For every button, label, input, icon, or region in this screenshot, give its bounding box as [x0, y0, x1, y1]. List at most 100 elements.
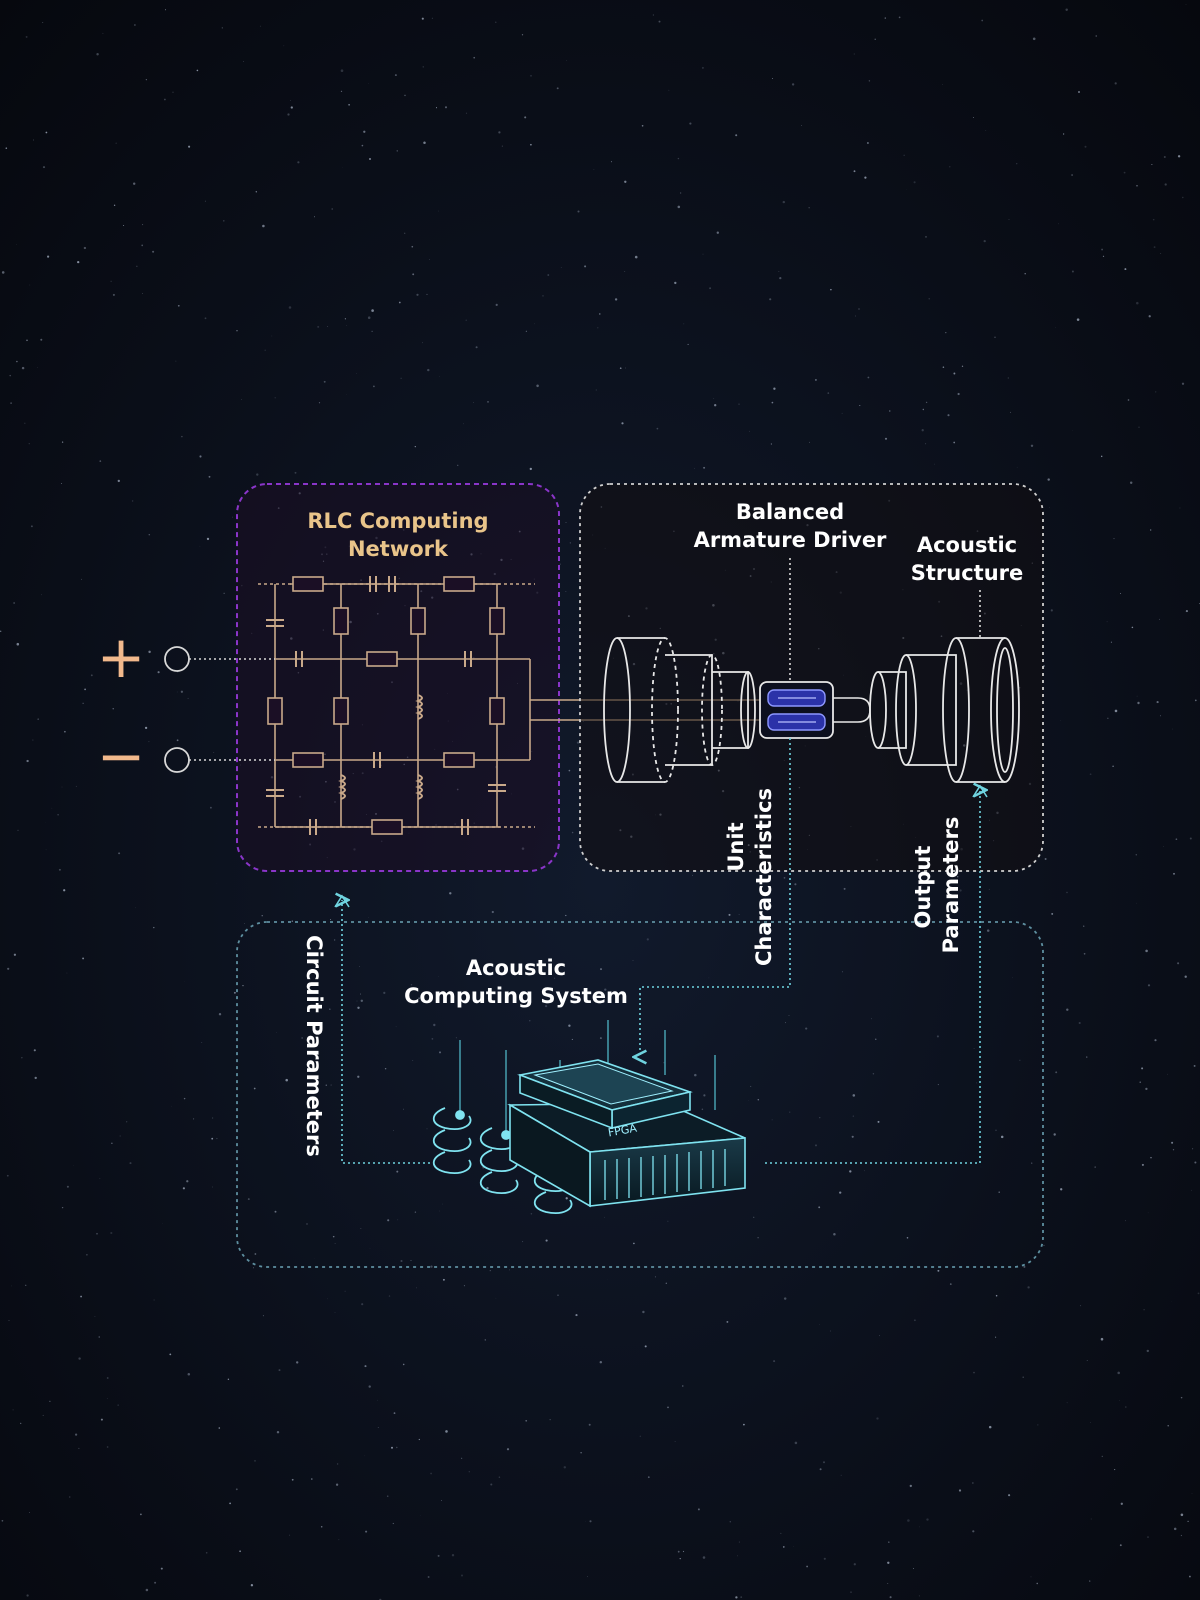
star	[148, 533, 151, 536]
star	[64, 730, 66, 733]
star	[176, 739, 179, 742]
star	[867, 376, 870, 379]
star	[42, 1414, 44, 1416]
star	[360, 1228, 362, 1229]
star	[1043, 1244, 1045, 1246]
star	[506, 1448, 510, 1451]
star	[577, 210, 580, 213]
star	[154, 1581, 157, 1584]
star	[37, 718, 39, 720]
computing-system-title-line1: Acoustic	[466, 956, 566, 980]
star	[1007, 377, 1009, 379]
star	[75, 1433, 78, 1436]
star	[1197, 1292, 1200, 1295]
star	[495, 1297, 497, 1299]
star	[45, 849, 47, 851]
star	[1100, 455, 1103, 458]
star	[330, 1084, 332, 1086]
circuit-parameters-arrowhead	[334, 894, 350, 908]
star	[371, 330, 373, 333]
star	[386, 1495, 389, 1497]
star	[852, 1115, 854, 1117]
star	[557, 1294, 559, 1296]
output-parameters-label-line2: Parameters	[939, 817, 963, 954]
star	[334, 1312, 336, 1313]
star	[853, 1563, 856, 1566]
star	[145, 1588, 149, 1592]
star	[874, 38, 876, 40]
star	[1127, 399, 1130, 401]
star	[864, 1170, 865, 1172]
star	[714, 404, 717, 407]
balanced-armature-title-line1: Balanced	[736, 500, 844, 524]
star	[96, 53, 99, 56]
star	[972, 117, 974, 118]
star	[809, 441, 810, 443]
star	[204, 317, 207, 320]
star	[165, 9, 166, 11]
star	[475, 346, 478, 349]
star	[356, 1000, 358, 1002]
star	[199, 455, 202, 458]
star	[208, 475, 211, 478]
circuit-parameters-label: Circuit Parameters	[302, 935, 326, 1157]
star	[25, 1284, 27, 1286]
star	[244, 923, 245, 924]
star	[1117, 1371, 1120, 1375]
star	[182, 1187, 185, 1190]
star	[26, 1594, 29, 1597]
star	[256, 473, 259, 476]
star	[716, 231, 719, 234]
star	[367, 316, 371, 319]
star	[377, 1427, 379, 1428]
right-acoustic-cylinder	[869, 637, 1020, 783]
star	[364, 1455, 366, 1457]
feedback-arrows	[342, 738, 980, 1164]
star	[709, 287, 712, 290]
star	[433, 1023, 436, 1027]
star	[1141, 1163, 1144, 1166]
star	[1078, 1021, 1081, 1025]
star	[1027, 1286, 1030, 1289]
star	[1135, 854, 1138, 856]
star	[148, 741, 150, 743]
star	[338, 1539, 340, 1541]
star	[233, 991, 236, 994]
star	[427, 1576, 430, 1578]
star	[318, 402, 321, 404]
star	[213, 752, 215, 753]
star	[250, 1584, 254, 1587]
star	[958, 1489, 962, 1492]
star	[361, 144, 364, 147]
star	[13, 953, 17, 956]
star	[850, 1591, 852, 1593]
star	[254, 1460, 256, 1462]
star	[656, 427, 659, 430]
star	[216, 1137, 218, 1140]
star	[1125, 1406, 1127, 1408]
star	[597, 327, 599, 329]
star	[879, 1335, 881, 1337]
star	[1151, 164, 1153, 165]
star	[81, 578, 82, 580]
star	[524, 116, 527, 119]
star	[771, 1119, 773, 1121]
star	[1062, 133, 1065, 135]
star	[565, 1197, 568, 1200]
star	[460, 1574, 464, 1577]
star	[223, 592, 225, 594]
star	[332, 1235, 335, 1238]
star	[1044, 575, 1046, 577]
star	[918, 1595, 920, 1597]
star	[1185, 4, 1187, 5]
star	[936, 1035, 939, 1038]
star	[30, 525, 33, 528]
star	[1129, 481, 1133, 484]
star	[334, 939, 336, 941]
star	[123, 225, 125, 226]
star	[157, 671, 160, 674]
star	[995, 1336, 997, 1338]
star	[455, 1037, 457, 1039]
star	[1071, 270, 1074, 273]
star	[16, 360, 18, 363]
